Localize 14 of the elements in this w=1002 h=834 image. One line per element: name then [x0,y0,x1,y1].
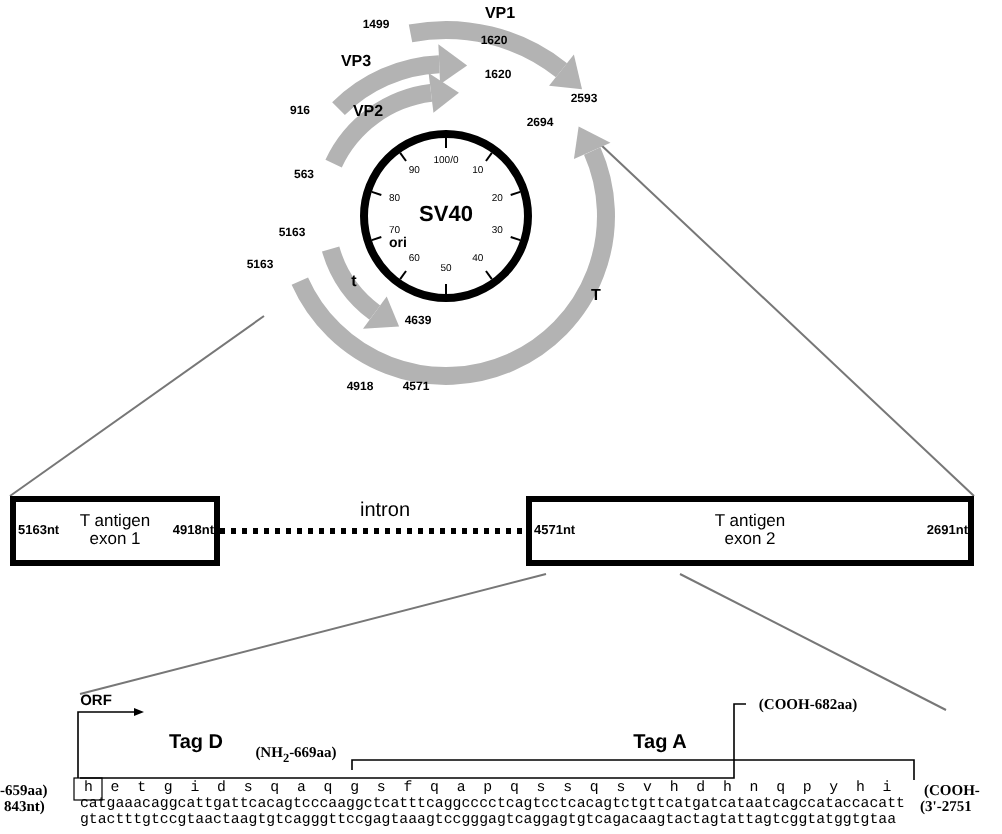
exon-box [10,496,220,566]
gene-label: VP1 [484,6,516,22]
tag-label: Tag D [168,734,224,754]
gene-label: T [591,288,601,304]
gene-label: VP2 [352,104,384,120]
edge-label: intron [358,501,412,521]
gene-label: t [351,274,357,290]
genome-label: SV40 [419,205,473,227]
tag-label: Tag A [633,734,687,754]
exon-box [526,496,974,566]
exon-label: T antigen exon 1 [77,511,153,551]
gene-label: VP3 [340,54,372,70]
intron-line [220,528,526,534]
exon-label: T antigen exon 2 [712,511,788,551]
